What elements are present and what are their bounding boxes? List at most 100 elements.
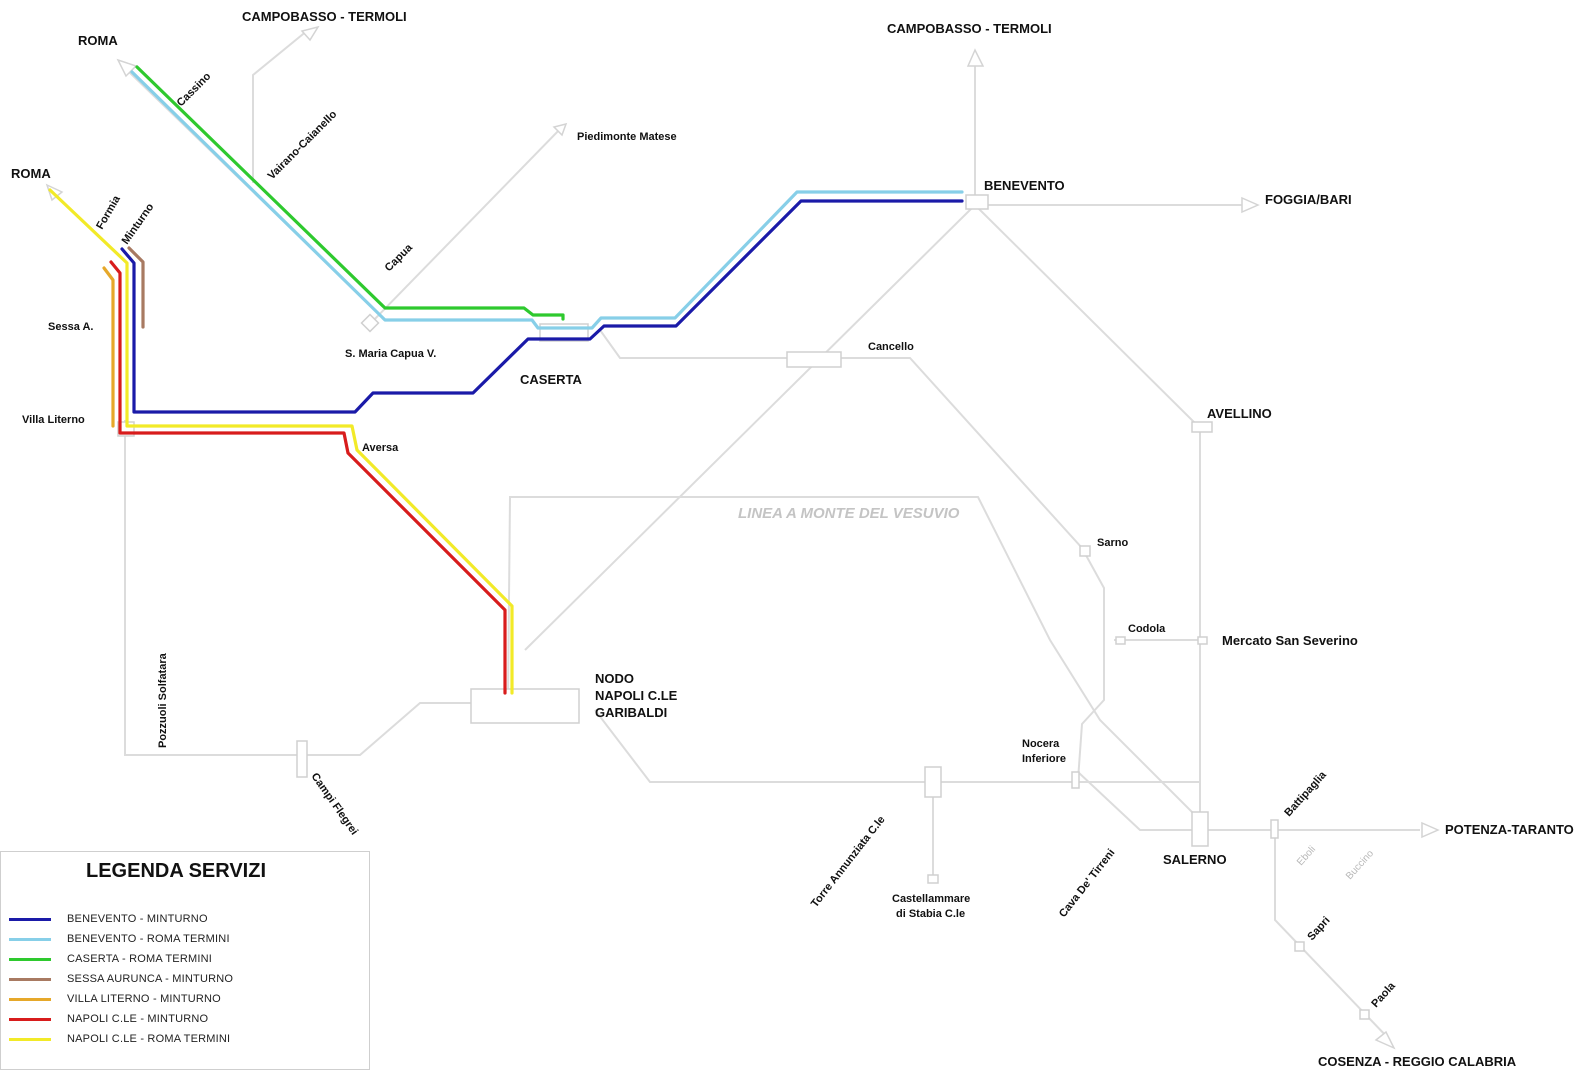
- benevento-station-box[interactable]: [965, 194, 989, 210]
- track-capua-piedimonte: [370, 126, 563, 324]
- legend-swatch: [9, 977, 51, 981]
- label-sessa: Sessa A.: [48, 321, 93, 333]
- label-paola: Paola: [1369, 980, 1398, 1010]
- sarno-box[interactable]: [1079, 545, 1091, 557]
- label-nocera-1: Nocera: [1022, 738, 1060, 750]
- major-station-labels: BENEVENTO CASERTA AVELLINO SALERNO NODO …: [520, 178, 1272, 867]
- label-benevento: BENEVENTO: [984, 178, 1065, 193]
- label-minturno: Minturno: [120, 201, 157, 247]
- route-benevento-minturno: [120, 199, 964, 414]
- legend-title: LEGENDA SERVIZI: [85, 860, 267, 882]
- track-napoli-salerno: [594, 709, 1200, 783]
- label-avellino: AVELLINO: [1207, 406, 1272, 421]
- legend-item: NAPOLI C.LE - MINTURNO: [9, 1009, 208, 1029]
- label-napoli-2: NAPOLI C.LE: [595, 688, 678, 703]
- label-eboli: Eboli: [1295, 844, 1318, 868]
- cancello-station-box[interactable]: [786, 351, 842, 368]
- route-napoli-minturno: [109, 260, 507, 695]
- label-cosenza-reggio: COSENZA - REGGIO CALABRIA: [1318, 1054, 1517, 1069]
- legend-swatch: [9, 937, 51, 941]
- station-markers: [117, 194, 1370, 1020]
- legend-label: CASERTA - ROMA TERMINI: [67, 953, 212, 965]
- track-villa-literno-pozzuoli: [124, 420, 475, 756]
- campi-flegrei-box[interactable]: [296, 740, 308, 778]
- legend-swatch: [9, 997, 51, 1001]
- nocera-box[interactable]: [1071, 771, 1080, 789]
- arrow-piedimonte: [552, 122, 568, 137]
- label-campobasso-left: CAMPOBASSO - TERMOLI: [242, 9, 407, 24]
- codola-box[interactable]: [1115, 636, 1126, 645]
- track-vesuvio: [507, 496, 1201, 821]
- label-potenza-taranto: POTENZA-TARANTO: [1445, 822, 1574, 837]
- arrow-campobasso-right: [966, 48, 985, 67]
- arrow-campobasso-left: [300, 25, 320, 42]
- legend-label: NAPOLI C.LE - ROMA TERMINI: [67, 1033, 231, 1045]
- arrow-foggia-bari: [1241, 196, 1260, 214]
- label-battipaglia: Battipaglia: [1282, 769, 1329, 819]
- label-roma-west: ROMA: [11, 166, 51, 181]
- label-villa-literno: Villa Literno: [22, 414, 85, 426]
- salerno-station-box[interactable]: [1191, 811, 1209, 847]
- label-cava: Cava De' Tirreni: [1057, 847, 1118, 920]
- legend-swatch: [9, 917, 51, 921]
- label-buccino: Buccino: [1344, 848, 1376, 882]
- mercato-box[interactable]: [1197, 636, 1208, 645]
- route-napoli-roma-termini: [48, 188, 514, 695]
- legend-item: SESSA AURUNCA - MINTURNO: [9, 969, 233, 989]
- arrow-cosenza: [1374, 1030, 1396, 1050]
- castellammare-box[interactable]: [927, 874, 939, 884]
- route-caserta-roma-termini: [135, 65, 565, 321]
- sapri-box[interactable]: [1294, 941, 1305, 952]
- legend-label: SESSA AURUNCA - MINTURNO: [67, 973, 234, 985]
- label-roma-north: ROMA: [78, 33, 118, 48]
- legend-swatch: [9, 1037, 51, 1041]
- label-sapri: Sapri: [1305, 915, 1332, 943]
- label-nocera-2: Inferiore: [1022, 753, 1066, 765]
- label-salerno: SALERNO: [1163, 852, 1227, 867]
- service-routes: [48, 65, 964, 695]
- direction-labels: ROMA ROMA CAMPOBASSO - TERMOLI CAMPOBASS…: [11, 9, 1574, 1069]
- legend-swatch: [9, 957, 51, 961]
- paola-box[interactable]: [1359, 1009, 1370, 1020]
- legend-item: BENEVENTO - MINTURNO: [9, 909, 208, 929]
- battipaglia-box[interactable]: [1270, 819, 1279, 839]
- label-torre-annunziata: Torre Annunziata C.le: [809, 814, 888, 910]
- track-caserta-cancello-sarno: [599, 329, 1105, 781]
- legend-item: NAPOLI C.LE - ROMA TERMINI: [9, 1029, 230, 1049]
- track-cava-salerno: [1077, 771, 1200, 831]
- label-campi-flegrei: Campi Flegrei: [309, 771, 361, 837]
- label-campobasso-right: CAMPOBASSO - TERMOLI: [887, 21, 1052, 36]
- legend-box: LEGENDA SERVIZI BENEVENTO - MINTURNO BENE…: [0, 851, 370, 1070]
- napoli-station-box[interactable]: [470, 688, 580, 724]
- label-piedimonte: Piedimonte Matese: [577, 131, 677, 143]
- label-castellammare-2: di Stabia C.le: [896, 908, 965, 920]
- label-linea-vesuvio: LINEA A MONTE DEL VESUVIO: [738, 505, 960, 522]
- arrow-potenza-taranto: [1421, 821, 1440, 839]
- label-cassino: Cassino: [175, 70, 214, 109]
- label-napoli-3: GARIBALDI: [595, 705, 667, 720]
- legend-label: BENEVENTO - ROMA TERMINI: [67, 933, 230, 945]
- label-napoli-1: NODO: [595, 671, 634, 686]
- route-benevento-roma-termini: [130, 70, 964, 330]
- legend-item: CASERTA - ROMA TERMINI: [9, 949, 212, 969]
- label-pozzuoli: Pozzuoli Solfatara: [157, 652, 169, 748]
- track-vairano-campobasso: [252, 29, 309, 183]
- legend-label: VILLA LITERNO - MINTURNO: [67, 993, 221, 1005]
- label-santa-maria: S. Maria Capua V.: [345, 348, 436, 360]
- torre-annunziata-box[interactable]: [924, 766, 942, 798]
- avellino-station-box[interactable]: [1191, 421, 1213, 433]
- label-sarno: Sarno: [1097, 537, 1128, 549]
- label-castellammare-1: Castellammare: [892, 893, 970, 905]
- label-vairano: Vairano-Caianello: [266, 108, 340, 182]
- legend-item: VILLA LITERNO - MINTURNO: [9, 989, 221, 1009]
- legend-label: BENEVENTO - MINTURNO: [67, 913, 208, 925]
- santa-maria-box[interactable]: [360, 313, 380, 333]
- legend-item: BENEVENTO - ROMA TERMINI: [9, 929, 230, 949]
- label-capua: Capua: [383, 241, 416, 274]
- label-caserta: CASERTA: [520, 372, 582, 387]
- label-mercato: Mercato San Severino: [1222, 633, 1358, 648]
- track-benevento-napoli: [524, 204, 976, 651]
- track-benevento-avellino: [974, 204, 1201, 830]
- legend-label: NAPOLI C.LE - MINTURNO: [67, 1013, 209, 1025]
